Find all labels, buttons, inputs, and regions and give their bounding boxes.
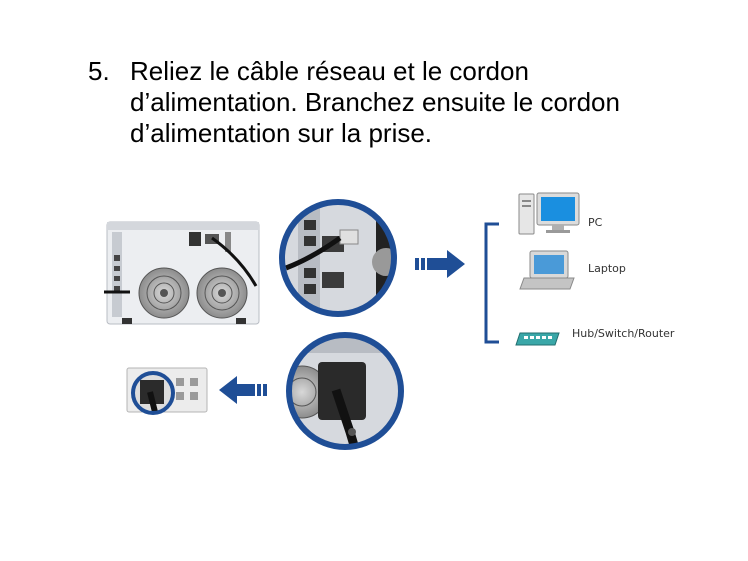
network-port-zoom-icon: [279, 199, 397, 317]
wall-outlet-icon: [126, 367, 208, 415]
arrow-right-icon: [415, 250, 465, 278]
network-switch-icon: [515, 332, 560, 346]
nas-rear-icon: [104, 221, 260, 325]
instruction-line-2: d’alimentation. Branchez ensuite le cord…: [130, 87, 620, 117]
instruction-line-1: Reliez le câble réseau et le cordon: [130, 56, 529, 86]
power-connector-zoom-icon: [286, 332, 404, 450]
desktop-pc-icon: [518, 192, 580, 235]
arrow-left-icon: [219, 376, 267, 404]
instruction-line-3: d’alimentation sur la prise.: [130, 118, 433, 148]
laptop-icon: [519, 250, 575, 290]
laptop-label: Laptop: [588, 262, 626, 275]
switch-label: Hub/Switch/Router: [572, 327, 675, 340]
pc-label: PC: [588, 216, 603, 229]
network-bracket: [484, 222, 499, 344]
step-number: 5.: [88, 56, 110, 86]
